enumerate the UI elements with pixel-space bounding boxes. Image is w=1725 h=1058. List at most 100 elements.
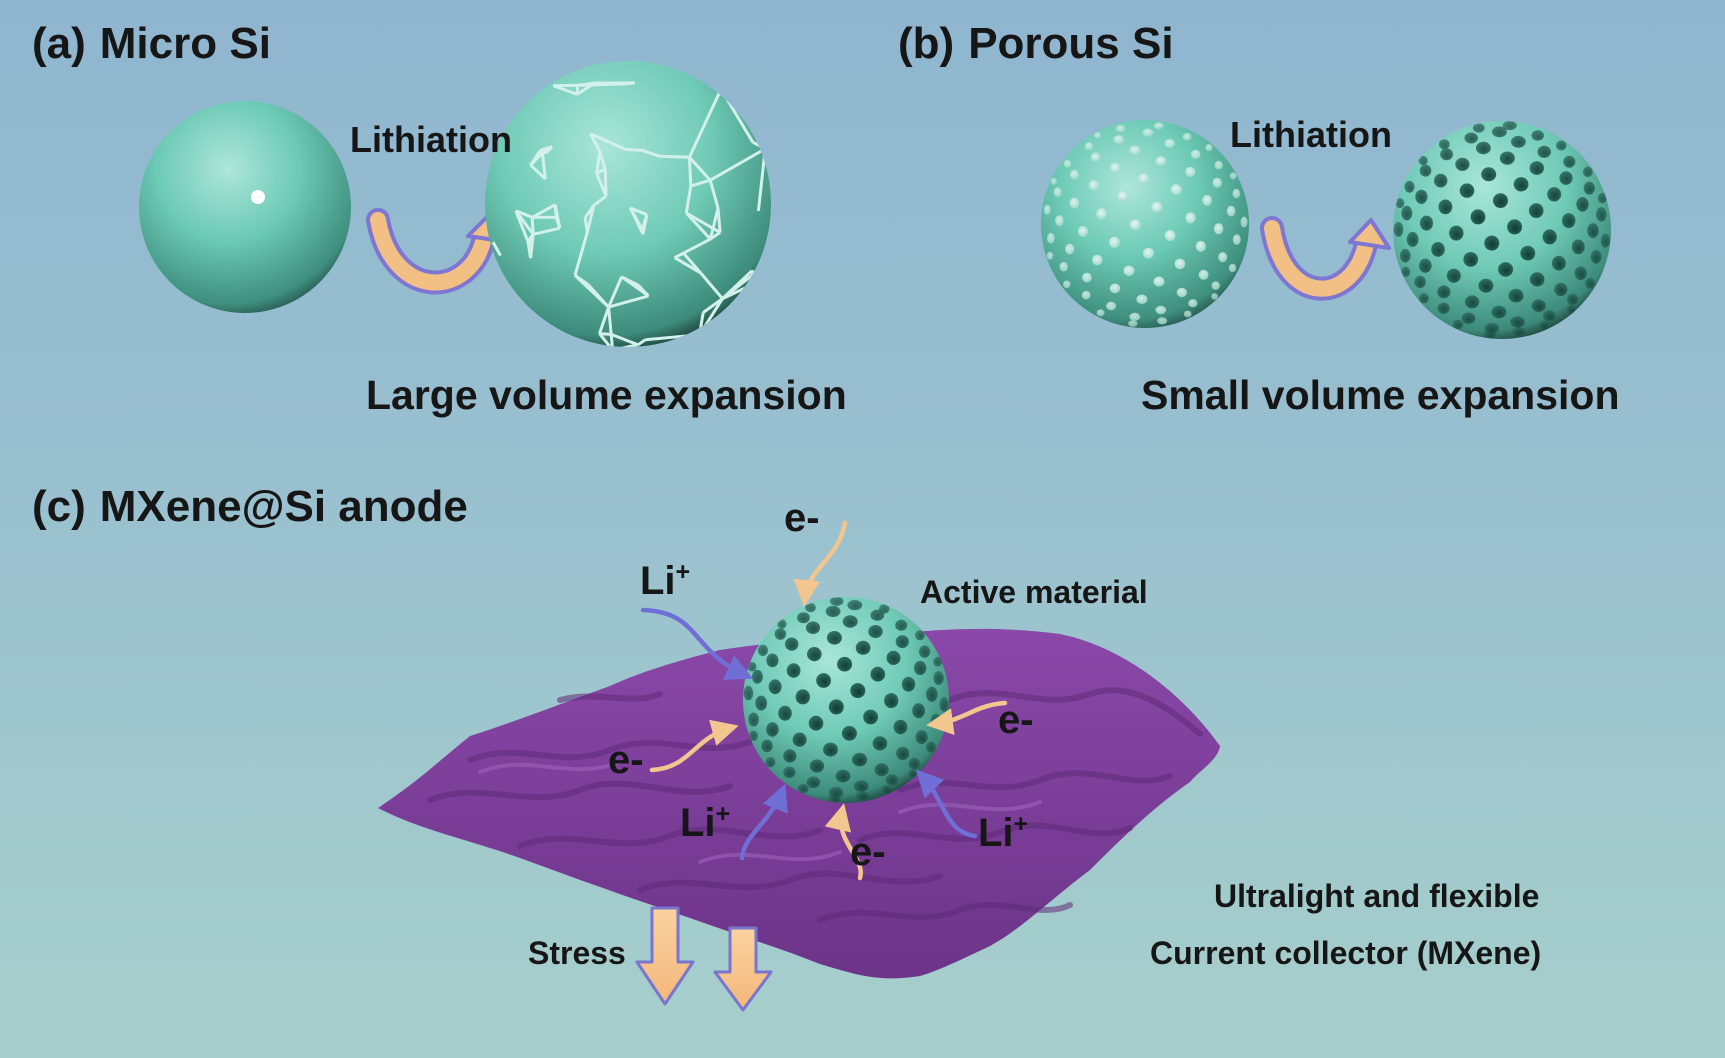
pore-pit bbox=[1513, 177, 1529, 192]
pore bbox=[1113, 135, 1124, 144]
pore-pit bbox=[1419, 164, 1432, 177]
pore-pit bbox=[792, 732, 807, 747]
pore-pit bbox=[1452, 319, 1464, 330]
pore-pit bbox=[1529, 161, 1545, 175]
pore bbox=[1138, 173, 1150, 184]
panel-c-heading: (c)MXene@Si anode bbox=[32, 485, 468, 529]
pore bbox=[1157, 317, 1168, 325]
pore-pit bbox=[1600, 233, 1611, 248]
pore-pit bbox=[1484, 235, 1500, 251]
crack-line bbox=[531, 203, 556, 219]
pore-pit bbox=[915, 630, 925, 641]
electron-label-left: e- bbox=[608, 738, 644, 782]
pore-pit bbox=[807, 647, 822, 662]
pore bbox=[1211, 281, 1220, 290]
pore-pit bbox=[895, 619, 908, 631]
pore bbox=[1059, 261, 1068, 272]
pore-pit bbox=[755, 695, 768, 711]
cracked-expanded-particle bbox=[485, 61, 771, 347]
large-expansion-caption: Large volume expansion bbox=[366, 372, 847, 418]
pore bbox=[1094, 132, 1101, 139]
lithium-arrow-bottom-right bbox=[915, 769, 978, 839]
pore-pit bbox=[1556, 140, 1567, 151]
pore-pit bbox=[783, 749, 797, 763]
pore bbox=[1174, 258, 1186, 270]
pore bbox=[1153, 122, 1164, 130]
pore-pit bbox=[768, 679, 782, 695]
pore-pit bbox=[765, 757, 776, 768]
pore bbox=[1123, 265, 1135, 276]
pore bbox=[1155, 305, 1167, 315]
pore bbox=[1228, 263, 1237, 273]
pore-pit bbox=[1498, 262, 1514, 277]
pore-pit bbox=[1511, 135, 1526, 148]
pore bbox=[1164, 139, 1175, 148]
crack-line bbox=[640, 214, 649, 230]
pore-pit bbox=[1563, 155, 1576, 168]
crack-line bbox=[709, 147, 766, 182]
pore-pit bbox=[908, 769, 918, 778]
panel-b-heading: (b)Porous Si bbox=[898, 22, 1174, 66]
pore bbox=[1063, 159, 1072, 168]
pore-pit bbox=[919, 645, 931, 658]
pore-pit bbox=[826, 631, 842, 645]
crack-line bbox=[702, 297, 724, 314]
pore bbox=[1128, 320, 1138, 327]
crack-line bbox=[573, 231, 589, 276]
crack-line bbox=[612, 343, 639, 347]
pore-pit bbox=[751, 669, 763, 684]
pore-pit bbox=[1576, 197, 1589, 212]
pore-pit bbox=[1587, 223, 1599, 239]
pore bbox=[1096, 208, 1107, 220]
electron-label-right: e- bbox=[998, 698, 1034, 742]
pore-pit bbox=[1406, 231, 1419, 247]
pore bbox=[1214, 160, 1223, 170]
pore-pit bbox=[1464, 132, 1478, 144]
crack-line bbox=[659, 154, 690, 159]
panel-c-title: MXene@Si anode bbox=[99, 482, 468, 531]
pore-pit bbox=[852, 752, 868, 767]
crack-line bbox=[685, 211, 721, 234]
pore-pit bbox=[1419, 258, 1432, 273]
pore-pit bbox=[1507, 219, 1523, 235]
pore-pit bbox=[1393, 221, 1404, 237]
pore-pit bbox=[1395, 198, 1405, 209]
pore-pit bbox=[1585, 277, 1596, 289]
pore bbox=[1232, 234, 1241, 245]
lithium-arrow-bottom-left bbox=[739, 783, 788, 861]
pore-pit bbox=[1420, 215, 1433, 231]
lithium-charge: + bbox=[1013, 810, 1029, 838]
crack-line bbox=[684, 185, 693, 214]
pore bbox=[1205, 144, 1213, 151]
panel-b-title: Porous Si bbox=[968, 19, 1174, 68]
small-expansion-caption: Small volume expansion bbox=[1141, 372, 1620, 418]
pore-pit bbox=[766, 722, 779, 737]
pore-pit bbox=[884, 693, 899, 709]
pore bbox=[1218, 252, 1228, 263]
pore bbox=[1078, 225, 1088, 237]
lithiation-arrow-b bbox=[1260, 216, 1391, 301]
crack-line bbox=[641, 148, 661, 158]
pore bbox=[1190, 149, 1201, 159]
pore-pit bbox=[874, 763, 889, 777]
lithiation-label-b: Lithiation bbox=[1230, 114, 1392, 155]
pore-pit bbox=[1463, 252, 1478, 267]
crack-line bbox=[586, 283, 610, 309]
crack-line bbox=[608, 294, 649, 309]
pore-pit bbox=[1510, 316, 1525, 328]
pore bbox=[1182, 132, 1192, 141]
pore bbox=[1090, 152, 1101, 162]
pore bbox=[1088, 180, 1099, 191]
pore-pit bbox=[1562, 213, 1576, 229]
pore-pit bbox=[805, 621, 821, 634]
pore-pit bbox=[1499, 151, 1515, 165]
crack-line bbox=[708, 179, 720, 209]
pore-pit bbox=[926, 686, 938, 702]
lithium-charge: + bbox=[715, 800, 731, 828]
crack-line bbox=[554, 216, 562, 229]
pore-pit bbox=[870, 666, 886, 682]
pore-pit bbox=[841, 726, 857, 741]
active-material-label: Active material bbox=[920, 574, 1148, 610]
pore-pit bbox=[1508, 288, 1524, 303]
pore bbox=[1195, 240, 1206, 252]
